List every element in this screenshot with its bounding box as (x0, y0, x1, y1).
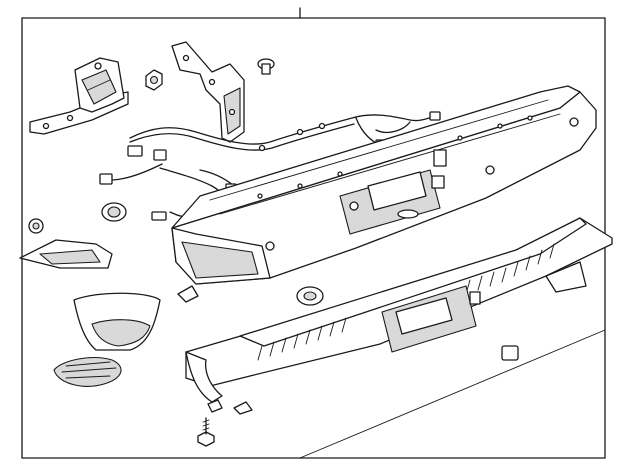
mounting-bracket-small[interactable] (501, 345, 519, 361)
end-cap[interactable] (73, 292, 161, 351)
retainer-clip[interactable] (177, 285, 253, 415)
frame-diagonal (299, 329, 606, 459)
cap-plug[interactable] (296, 286, 324, 306)
mounting-bracket-right[interactable] (171, 41, 245, 143)
bumper-face-bar[interactable] (171, 85, 597, 285)
nut[interactable] (145, 69, 163, 91)
diagram-frame (21, 17, 606, 459)
bolt[interactable] (197, 417, 215, 447)
plug[interactable] (28, 218, 44, 234)
push-pin[interactable] (257, 58, 275, 75)
parking-sensor[interactable] (101, 202, 127, 222)
mounting-bracket-left[interactable] (29, 57, 129, 135)
step-pad[interactable] (185, 217, 613, 403)
bezel[interactable] (19, 239, 113, 269)
insert[interactable] (53, 357, 122, 387)
